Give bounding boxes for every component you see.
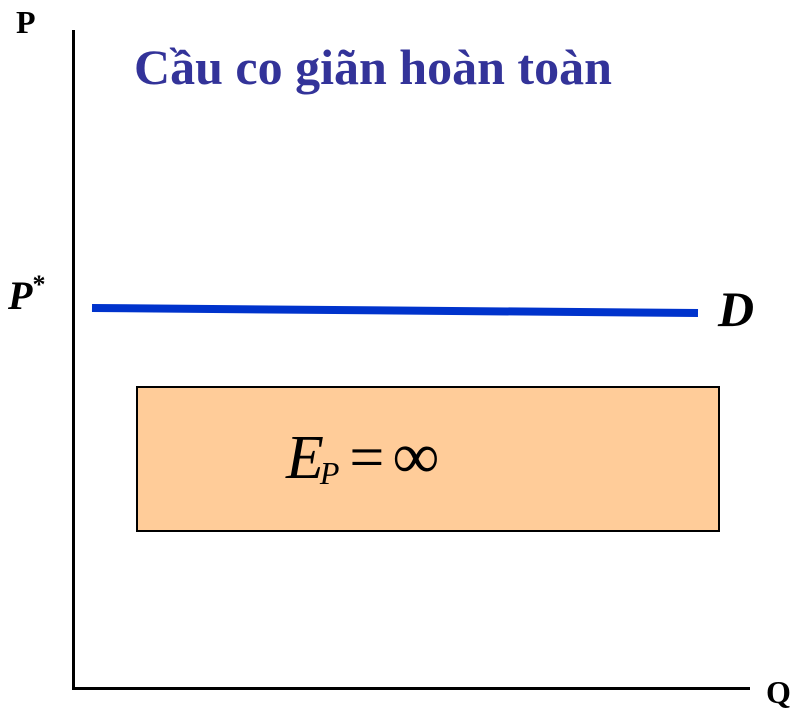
elasticity-value: ∞ xyxy=(392,420,440,493)
elasticity-subscript: P xyxy=(319,455,340,491)
demand-curve xyxy=(91,304,699,317)
elasticity-box: EP=∞ xyxy=(136,386,720,532)
elasticity-formula: EP=∞ xyxy=(286,424,439,490)
x-axis-label: Q xyxy=(766,674,791,710)
price-superscript: * xyxy=(32,270,46,299)
diagram-title: Cầu co giãn hoàn toàn xyxy=(134,39,612,95)
price-level-label: P* xyxy=(8,270,46,319)
elasticity-operator: = xyxy=(349,424,385,492)
demand-curve-label: D xyxy=(718,281,755,337)
x-axis xyxy=(72,687,750,690)
elasticity-variable: E xyxy=(286,424,324,492)
y-axis-label: P xyxy=(16,4,36,40)
y-axis xyxy=(72,30,75,690)
price-symbol: P xyxy=(8,273,33,318)
